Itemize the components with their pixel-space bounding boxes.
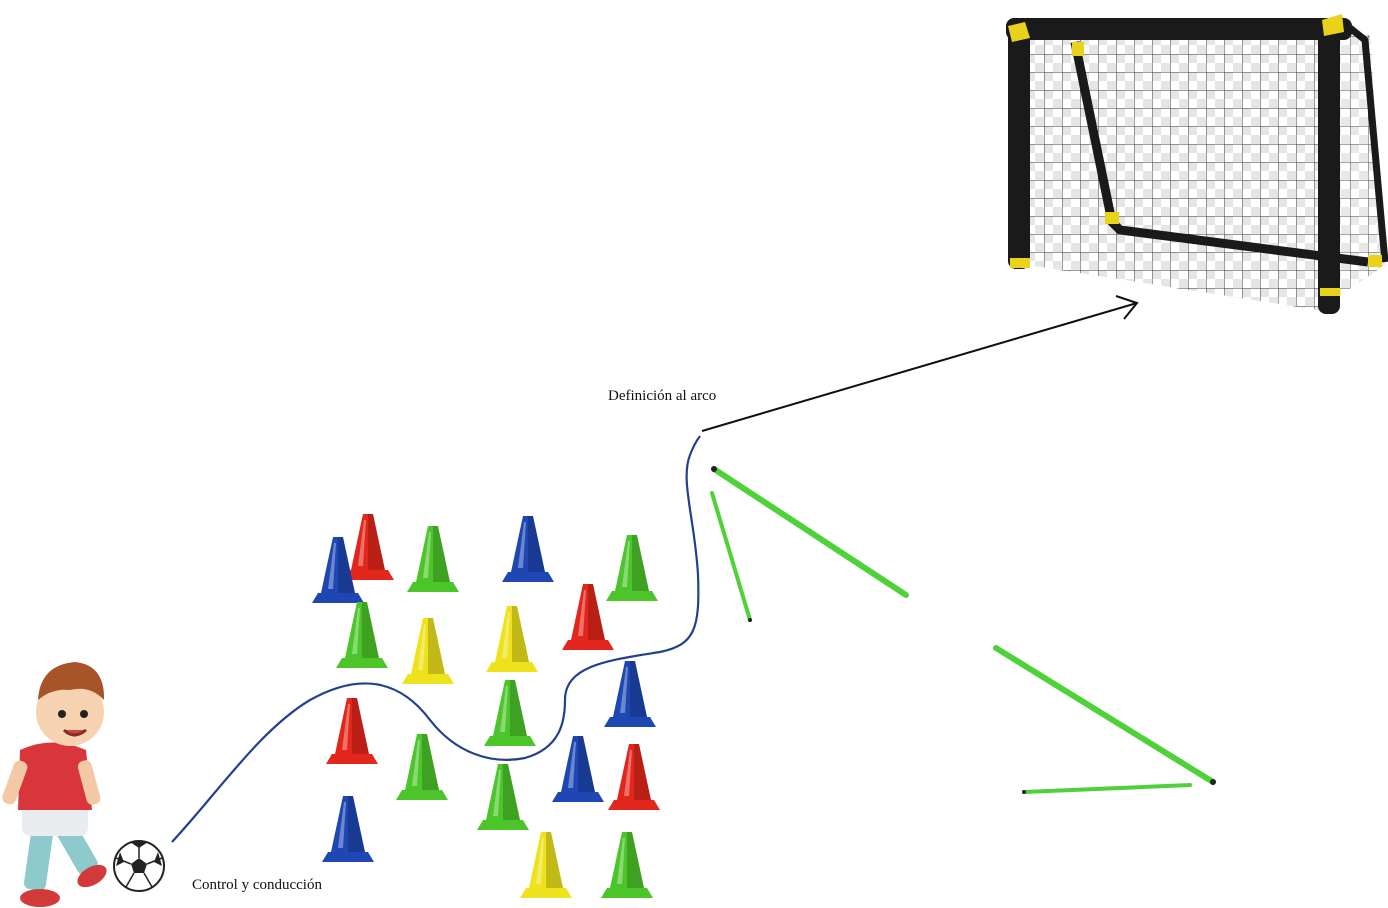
cone-icon [486,606,538,672]
cone-icon [402,618,454,684]
cone-icon [604,661,656,727]
cone-icon [312,537,364,603]
soccer-ball-icon [113,840,165,892]
cone-icon [407,526,459,592]
cone-icon [502,516,554,582]
cone-icon [601,832,653,898]
cone-icon [322,796,374,862]
cone-icon [326,698,378,764]
cone-icon [606,535,658,601]
cone-icon [396,734,448,800]
cone-icon [336,602,388,668]
cone-icon [477,764,529,830]
shot-arrow [701,295,1139,432]
agility-poles [710,466,1216,794]
player-icon [2,662,107,907]
cone-icon [342,514,394,580]
cone-icon [520,832,572,898]
control-label: Control y conducción [192,877,322,893]
agility-pole-icon [711,466,909,598]
cone-icon [552,736,604,802]
cone-icon [562,584,614,650]
dribble-path [171,435,701,843]
soccer-goal-icon [1006,14,1388,314]
definition-label: Definición al arco [608,388,717,404]
agility-pole-icon [993,645,1216,785]
cone-icon [484,680,536,746]
agility-pole-icon [710,491,752,622]
cone-icon [608,744,660,810]
cones-group [312,514,660,898]
agility-pole-icon [1022,783,1192,794]
